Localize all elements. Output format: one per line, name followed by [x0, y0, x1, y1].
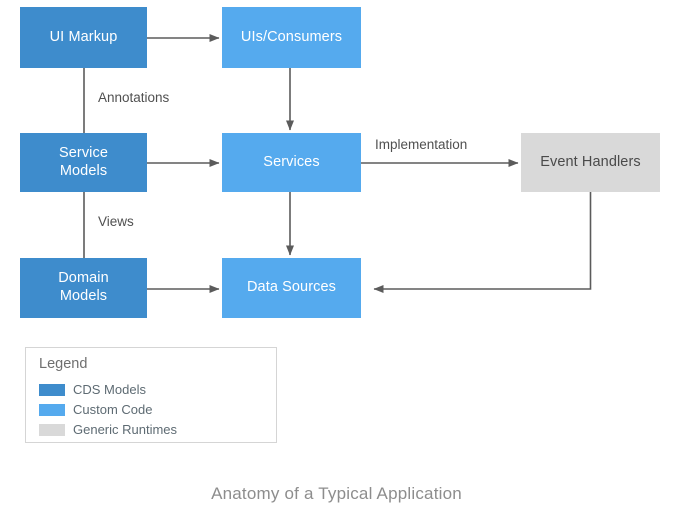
node-domain-models[interactable]: Domain Models — [20, 258, 147, 318]
node-event-handlers-label: Event Handlers — [540, 153, 641, 170]
edge-label-views: Views — [98, 214, 134, 229]
legend-label-custom-code: Custom Code — [73, 402, 153, 418]
node-service-models[interactable]: Service Models — [20, 133, 147, 192]
node-data-sources[interactable]: Data Sources — [222, 258, 361, 318]
node-uis-consumers[interactable]: UIs/Consumers — [222, 7, 361, 68]
node-uis-consumers-label: UIs/Consumers — [240, 28, 343, 45]
node-service-models-label: Service Models — [58, 144, 109, 179]
legend-label-cds-models: CDS Models — [73, 382, 146, 398]
node-event-handlers[interactable]: Event Handlers — [521, 133, 660, 192]
node-ui-markup[interactable]: UI Markup — [20, 7, 147, 68]
node-domain-models-label: Domain Models — [58, 270, 109, 304]
legend-swatch-cds-models — [39, 383, 65, 396]
legend-item-cds-models: CDS Models — [39, 380, 276, 400]
edge-label-implementation: Implementation — [375, 137, 468, 152]
edge-event-handlers-to-data-sources — [373, 192, 592, 293]
diagram-caption: Anatomy of a Typical Application — [211, 484, 462, 503]
edge-label-annotations: Annotations — [98, 90, 170, 105]
legend-item-generic-runtimes: Generic Runtimes — [39, 420, 276, 440]
legend-title: Legend — [39, 356, 88, 372]
node-services-label: Services — [263, 153, 320, 170]
legend: Legend CDS Models Custom Code Generic Ru… — [25, 347, 277, 443]
legend-item-custom-code: Custom Code — [39, 400, 276, 420]
node-ui-markup-label: UI Markup — [49, 28, 118, 45]
legend-swatch-generic-runtimes — [39, 423, 65, 436]
node-services[interactable]: Services — [222, 133, 361, 192]
legend-label-generic-runtimes: Generic Runtimes — [73, 422, 178, 438]
legend-swatch-custom-code — [39, 403, 65, 416]
node-data-sources-label: Data Sources — [246, 279, 337, 296]
